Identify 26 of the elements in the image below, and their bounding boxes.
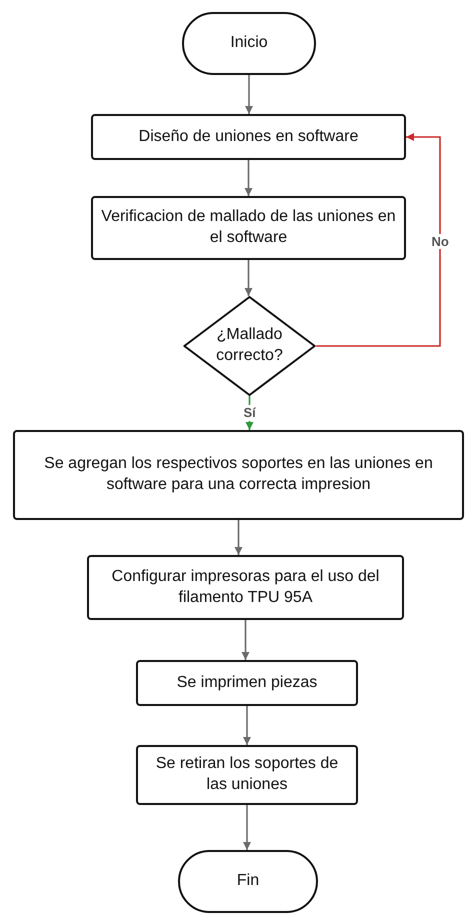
- node-text: Fin: [236, 871, 260, 892]
- node-text: Se imprimen piezas: [176, 672, 318, 693]
- process-box: [91, 196, 406, 260]
- arrow: [244, 160, 252, 196]
- process-box: [136, 745, 358, 805]
- process-box: [87, 555, 404, 620]
- arrow: [245, 75, 253, 114]
- arrow: [244, 260, 252, 296]
- node-text: Se agregan los respectivos soportes en las uniones en software para una correcta impresion: [43, 454, 434, 495]
- process-box: [13, 430, 464, 520]
- decision-diamond: [183, 296, 316, 396]
- node-text: Inicio: [229, 33, 269, 54]
- process-box: [136, 660, 358, 706]
- arrow: [243, 805, 251, 850]
- node-text: Diseño de uniones en software: [138, 126, 360, 147]
- node-text: Se retiran los soportes de las uniones: [154, 754, 340, 795]
- node-text: Configurar impresoras para el uso del filamento TPU 95A: [110, 566, 380, 608]
- arrow: [242, 620, 250, 660]
- edge-label: Sí: [242, 405, 258, 421]
- arrow: [243, 706, 251, 745]
- node-text: Verificacion de mallado de las uniones en el software: [100, 207, 397, 248]
- arrow: [234, 520, 242, 555]
- node-text: ¿Mallado correcto?: [215, 325, 284, 366]
- process-box: [91, 114, 406, 160]
- edge-label: No: [430, 234, 451, 250]
- arrow: [316, 133, 441, 347]
